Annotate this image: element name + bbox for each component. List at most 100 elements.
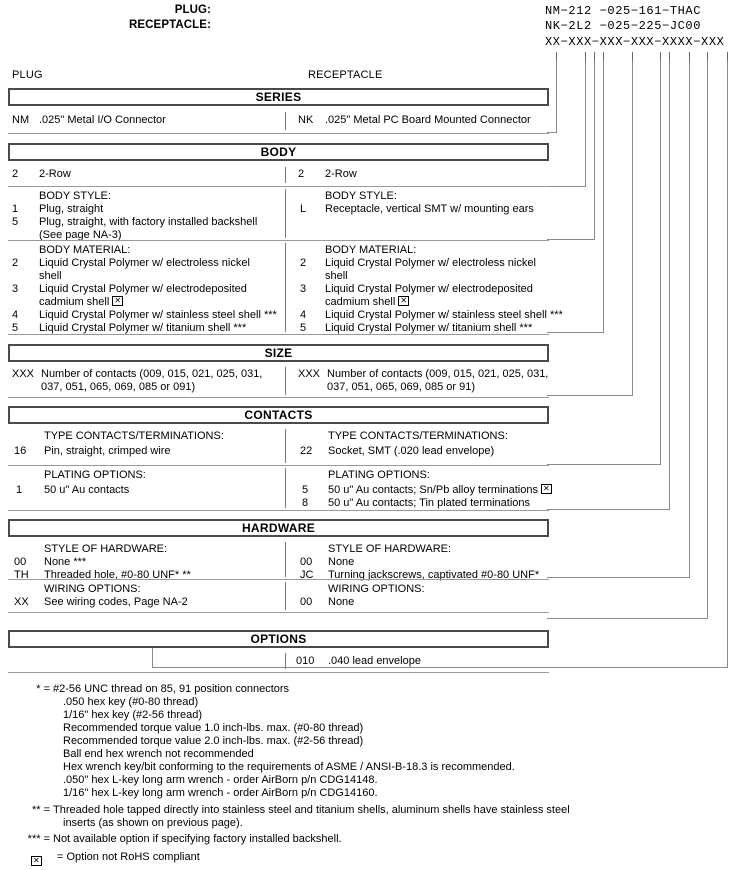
body-style-plug-text-3: (See page NA-3) (39, 229, 122, 241)
footnote-rohs-text: = Option not RoHS compliant (57, 851, 200, 863)
size-plug-text-1: Number of contacts (009, 015, 021, 025, … (41, 368, 263, 380)
plating-plug-code: 1 (16, 484, 23, 496)
body-row-receptacle-code: 2 (298, 168, 305, 180)
bracket-elbow-hardware-style (547, 577, 690, 578)
footnote-star-mark: * = (36, 683, 50, 695)
rohs-icon: ✕ (398, 296, 410, 306)
column-divider (285, 468, 286, 508)
wiring-plug-header: WIRING OPTIONS: (44, 583, 141, 595)
body-material-plug-code-1: 2 (12, 257, 19, 269)
contacts-type-receptacle-text: Socket, SMT (.020 lead envelope) (328, 445, 495, 457)
rule-body-material (8, 334, 549, 335)
bracket-elbow-body-style (547, 239, 595, 240)
body-material-plug-code-3: 3 (12, 283, 19, 295)
body-style-plug-text-2: Plug, straight, with factory installed b… (39, 216, 258, 228)
body-style-receptacle-header: BODY STYLE: (325, 190, 397, 202)
group-series: NM .025" Metal I/O Connector NK .025" Me… (8, 110, 549, 132)
bracket-riser-body-style (594, 61, 595, 240)
footnote-star-line-4: Recommended torque value 1.0 inch-lbs. m… (63, 722, 364, 734)
body-style-plug-code-1: 1 (12, 203, 19, 215)
column-divider (285, 167, 286, 183)
body-material-plug-text-3: Liquid Crystal Polymer w/ electrodeposit… (39, 283, 247, 295)
rule-size (8, 397, 549, 398)
hardware-style-plug-text-2: Threaded hole, #0-80 UNF* ** (44, 569, 191, 581)
rule-body-style (8, 240, 549, 241)
bracket-riser-options (727, 61, 728, 668)
size-receptacle-code: XXX (298, 368, 321, 380)
bracket-riser-body-row (585, 61, 586, 187)
plating-receptacle-text-1-label: 50 u" Au contacts; Sn/Pb alloy terminati… (328, 484, 538, 496)
footnote-dstar-line-2: inserts (as shown on previous page). (63, 817, 243, 829)
pn-tick-9 (707, 52, 708, 61)
footnote-star-line-7: Hex wrench key/bit conforming to the req… (63, 761, 515, 773)
pn-tick-7 (669, 52, 670, 61)
column-divider (285, 243, 286, 332)
bracket-riser-wiring (707, 61, 708, 619)
footnote-dstar-mark: ** = (31, 804, 50, 816)
series-plug-text: .025" Metal I/O Connector (39, 114, 166, 126)
hardware-style-receptacle-text-1: None (328, 556, 355, 568)
hardware-style-plug-code-2: TH (14, 569, 29, 581)
hardware-style-receptacle-code-2: JC (300, 569, 314, 581)
rule-plating (8, 510, 549, 511)
hardware-style-receptacle-header: STYLE OF HARDWARE: (328, 543, 452, 555)
body-style-receptacle-code-1: L (300, 203, 307, 215)
contacts-type-plug-code: 16 (14, 445, 27, 457)
column-divider (285, 582, 286, 610)
body-row-receptacle-text: 2-Row (325, 168, 357, 180)
body-material-receptacle-text-6: Liquid Crystal Polymer w/ titanium shell… (325, 322, 533, 334)
series-plug-code: NM (12, 114, 30, 126)
hardware-style-receptacle-code-1: 00 (300, 556, 313, 568)
pn-tick-10 (727, 52, 728, 61)
plating-receptacle-code-2: 8 (302, 497, 309, 509)
footnote-star-line-2: .050 hex key (#0-80 thread) (63, 696, 199, 708)
footnote-tstar-mark: *** = (27, 833, 50, 845)
series-receptacle-text: .025" Metal PC Board Mounted Connector (325, 114, 531, 126)
contacts-type-receptacle-code: 22 (300, 445, 313, 457)
body-style-plug-header: BODY STYLE: (39, 190, 111, 202)
wiring-receptacle-code: 00 (300, 596, 313, 608)
plating-plug-text: 50 u" Au contacts (44, 484, 130, 496)
pn-tick-4 (603, 52, 604, 61)
bracket-elbow-body-material (547, 332, 604, 333)
pn-tick-5 (632, 52, 633, 61)
wiring-receptacle-header: WIRING OPTIONS: (328, 583, 425, 595)
group-options: 010 .040 lead envelope (8, 652, 549, 672)
rohs-icon: ✕ (112, 296, 124, 306)
contacts-type-receptacle-header: TYPE CONTACTS/TERMINATIONS: (328, 430, 508, 442)
body-material-plug-text-6: Liquid Crystal Polymer w/ titanium shell… (39, 322, 247, 334)
column-divider (285, 542, 286, 577)
bracket-elbow-contacts-type (547, 464, 661, 465)
footnote-star-line-9: 1/16" hex L-key long arm wrench - order … (63, 787, 378, 799)
bracket-elbow-wiring (547, 618, 708, 619)
series-receptacle-code: NK (298, 114, 314, 126)
receptacle-pn-value: NK−2L2 −025−225−JC00 (545, 19, 702, 33)
plug-part-number-row: PLUG: NM−212 −025−161−THAC (0, 4, 738, 19)
column-divider (285, 112, 286, 130)
mask-pn-value: XX−XXX−XXX−XXX−XXXX−XXX (545, 35, 725, 49)
rule-hardware-style (8, 579, 549, 580)
hardware-style-plug-text-1: None *** (44, 556, 87, 568)
hardware-style-plug-code-1: 00 (14, 556, 27, 568)
rohs-icon: ✕ (31, 856, 42, 866)
banner-body: BODY (8, 143, 549, 161)
body-row-plug-code: 2 (12, 168, 19, 180)
column-title-plug: PLUG (12, 69, 43, 81)
group-body-style: BODY STYLE: 1 Plug, straight 5 Plug, str… (8, 188, 549, 241)
size-receptacle-text-2: 037, 051, 065, 069, 085 or 91) (327, 381, 476, 393)
footnote-tstar-line-1: Not available option if specifying facto… (53, 833, 342, 845)
pn-tick-2 (585, 52, 586, 61)
footnote-rohs-icon-wrap: ✕ (31, 852, 42, 870)
bracket-riser-options-left (152, 630, 153, 668)
body-material-plug-text-4-label: cadmium shell (39, 296, 110, 308)
banner-contacts: CONTACTS (8, 406, 549, 424)
footnote-star-line-3: 1/16" hex key (#2-56 thread) (63, 709, 203, 721)
size-receptacle-text-1: Number of contacts (009, 015, 021, 025, … (327, 368, 549, 380)
bracket-elbow-size (547, 395, 633, 396)
body-material-receptacle-header: BODY MATERIAL: (325, 244, 417, 256)
rohs-icon: ✕ (541, 484, 552, 494)
body-material-receptacle-code-5: 4 (300, 309, 307, 321)
rule-series (8, 133, 549, 134)
mask-part-number-row: XX−XXX−XXX−XXX−XXXX−XXX (0, 35, 738, 50)
footnote-star-line-5: Recommended torque value 2.0 inch-lbs. m… (63, 735, 364, 747)
